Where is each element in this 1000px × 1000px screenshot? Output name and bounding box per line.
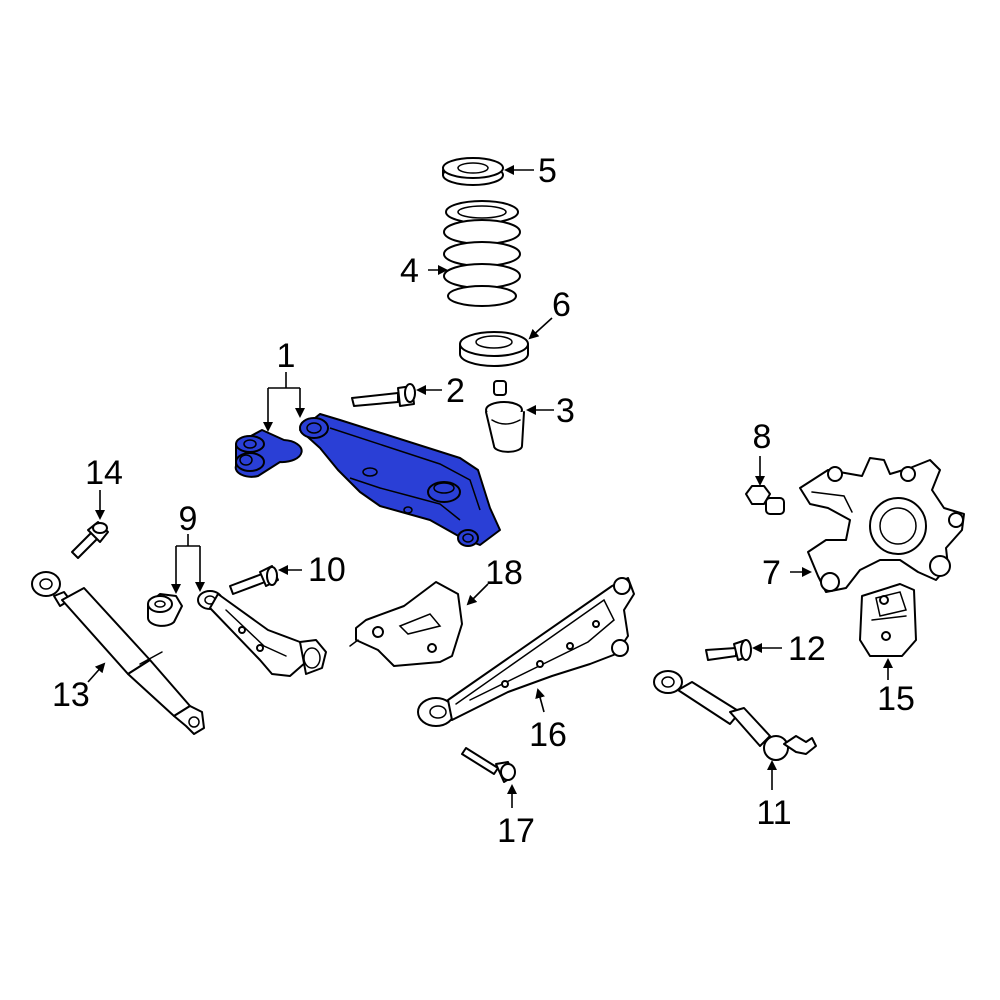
callout-2: 2 — [446, 372, 465, 410]
callout-10: 10 — [308, 551, 346, 589]
bolt-part-12[interactable] — [705, 639, 752, 661]
callout-13: 13 — [52, 676, 90, 714]
bolt-part-2[interactable] — [351, 383, 416, 407]
callout-7: 7 — [762, 554, 781, 592]
callout-12: 12 — [788, 630, 826, 668]
upper-link-part[interactable] — [197, 590, 327, 677]
callout-5: 5 — [538, 152, 557, 190]
callout-11: 11 — [756, 794, 791, 832]
bracket-part-18[interactable] — [349, 581, 463, 667]
bushing-part-9[interactable] — [147, 593, 183, 627]
leader-lines — [87, 165, 893, 808]
bracket-part-15[interactable] — [859, 583, 917, 657]
bolt-part-14[interactable] — [71, 521, 109, 559]
bolt-part-17[interactable] — [461, 747, 516, 783]
control-link-part[interactable] — [653, 670, 817, 761]
lower-spring-insulator-part[interactable] — [459, 331, 529, 367]
bolt-part-10[interactable] — [229, 565, 279, 595]
callout-3: 3 — [556, 392, 575, 430]
nut-part-8[interactable] — [745, 485, 785, 515]
trailing-arm-part[interactable] — [417, 577, 635, 727]
callout-labels: 1 2 3 4 5 6 7 8 9 10 11 12 13 14 15 16 1… — [52, 152, 915, 850]
bump-stopper-part[interactable] — [485, 380, 525, 453]
callout-9: 9 — [179, 500, 198, 538]
shock-absorber-part[interactable] — [31, 571, 205, 735]
callout-6: 6 — [552, 286, 571, 324]
coil-spring-part[interactable] — [443, 200, 521, 307]
upper-spring-insulator-part[interactable] — [442, 157, 504, 186]
lower-control-arm-part[interactable] — [234, 413, 501, 547]
callout-1: 1 — [277, 337, 296, 375]
callout-14: 14 — [85, 454, 123, 492]
callout-18: 18 — [485, 554, 523, 592]
callout-15: 15 — [877, 680, 915, 718]
knuckle-part[interactable] — [799, 457, 965, 593]
callout-8: 8 — [753, 418, 772, 456]
callout-4: 4 — [400, 252, 419, 290]
callout-17: 17 — [497, 812, 535, 850]
callout-16: 16 — [529, 716, 567, 754]
